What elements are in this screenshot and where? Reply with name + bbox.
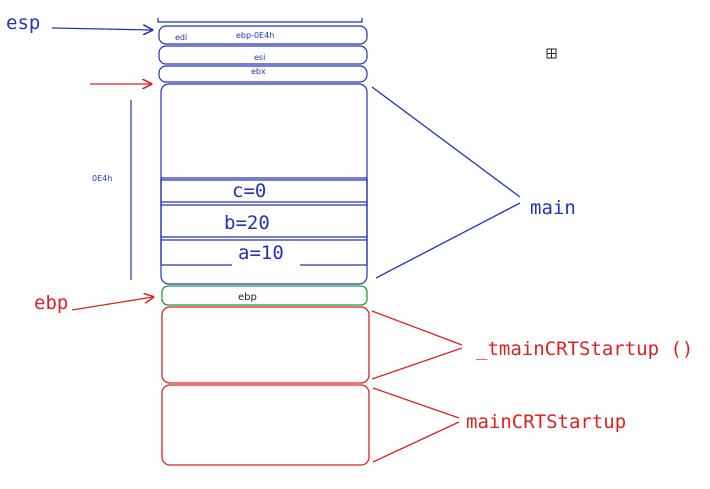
tmain-frame-block [161, 306, 370, 384]
size-label: 0E4h [92, 174, 112, 183]
maincrt-brace-upper [372, 387, 460, 419]
stack-slot-edi [158, 25, 368, 45]
var-a-label: a=10 [238, 242, 284, 264]
var-c-label: c=0 [232, 180, 266, 202]
esp-arrow [51, 28, 152, 30]
main-label: main [530, 197, 576, 219]
maincrt-frame-block [161, 384, 370, 466]
tmain-brace-lower [371, 347, 463, 380]
maincrt-brace-lower [372, 421, 460, 463]
edi-label: edi [175, 33, 187, 42]
ebp-minus-label: ebp-0E4h [236, 31, 274, 40]
ebp-slot-label: ebp [238, 292, 257, 303]
tmain-label: _tmainCRTStartup () [476, 338, 693, 360]
main-brace-lower [375, 202, 521, 279]
tmain-brace-upper [371, 310, 463, 346]
var-b-label: b=20 [224, 212, 270, 234]
esp-label: esp [6, 12, 40, 34]
stack-slot-ebp [161, 285, 368, 306]
stack-slot-ebx [158, 65, 368, 83]
stack-top-bracket [157, 18, 363, 23]
ebx-label: ebx [251, 67, 266, 76]
grid-icon [546, 48, 557, 59]
ebp-arrow [71, 297, 153, 311]
main-brace-upper [371, 86, 521, 198]
stack-slot-esi [158, 45, 368, 65]
ebp-pointer-label: ebp [34, 292, 68, 314]
esi-label: esi [254, 53, 265, 62]
maincrt-label: mainCRTStartup [466, 411, 626, 433]
